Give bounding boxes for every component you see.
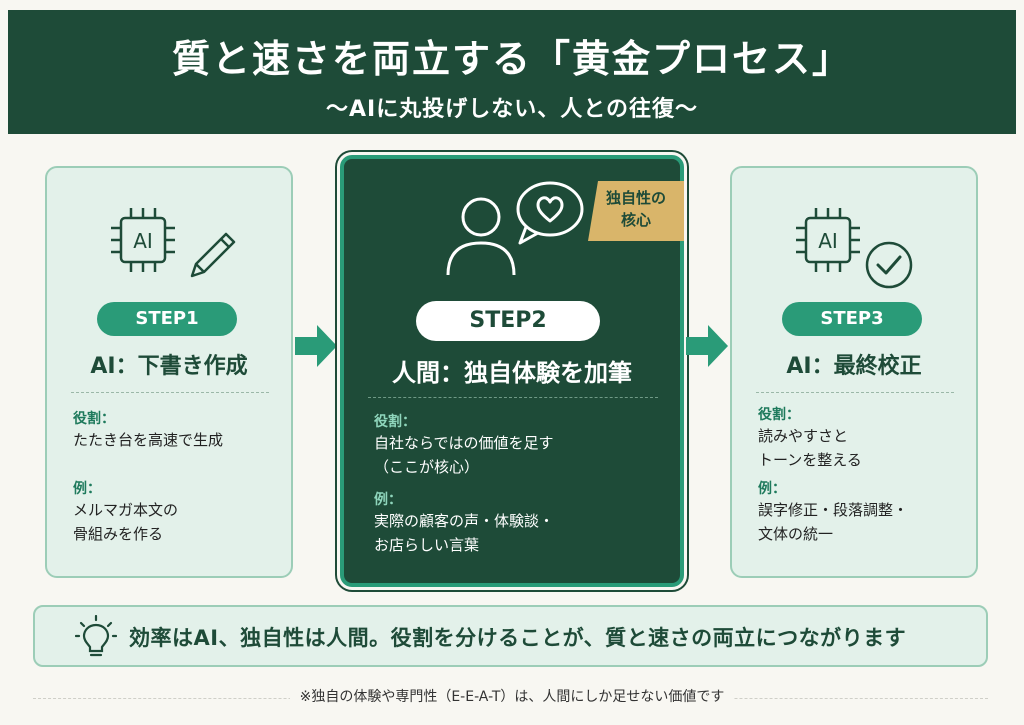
- role-label: 役割：: [758, 407, 800, 423]
- example-label: 例：: [758, 481, 786, 497]
- step3-badge: STEP3: [782, 302, 922, 336]
- step1-badge: STEP1: [97, 302, 237, 336]
- unique-core-ribbon: 独自性の 核心: [588, 181, 684, 241]
- divider: [368, 397, 658, 398]
- role-label: 役割：: [374, 414, 416, 430]
- step2-badge: STEP2: [416, 301, 600, 341]
- role-text: 読みやすさと トーンを整える: [758, 427, 862, 469]
- step3-title: AI：最終校正: [786, 354, 922, 379]
- role-label: 役割：: [73, 411, 115, 427]
- ai-chip-icon: AI: [107, 204, 179, 280]
- speech-bubble-heart-icon: [510, 179, 588, 253]
- role-text: 自社ならではの価値を足す （ここが核心）: [374, 434, 554, 476]
- footnote: ※独自の体験や専門性（E-E-A-T）は、人間にしか足せない価値です: [0, 686, 1024, 706]
- example-label: 例：: [374, 492, 402, 508]
- svg-text:AI: AI: [133, 229, 153, 253]
- arrow-right-icon: [295, 323, 337, 373]
- step3-card: AI STEP3 AI：最終校正 役割： 読みやすさと トーンを整える 例： 誤…: [730, 166, 978, 578]
- page-title: 質と速さを両立する「黄金プロセス」: [171, 37, 852, 81]
- header-banner: 質と速さを両立する「黄金プロセス」 〜AIに丸投げしない、人との往復〜: [8, 10, 1016, 134]
- divider: [756, 392, 954, 393]
- summary-text: 効率はAI、独自性は人間。役割を分けることが、質と速さの両立につながります: [129, 626, 907, 650]
- example-label: 例：: [73, 481, 101, 497]
- lightbulb-icon: [74, 614, 118, 663]
- example-text: メルマガ本文の 骨組みを作る: [73, 501, 179, 543]
- person-icon: [444, 193, 518, 281]
- arrow-right-icon: [686, 323, 728, 373]
- step2-card: 独自性の 核心 STEP2 人間：独自体験を加筆 役割： 自社ならではの価値を足…: [340, 155, 684, 587]
- step1-card: AI STEP1 AI：下書き作成 役割： たたき台を高速で生成 例： メルマガ…: [45, 166, 293, 578]
- role-text: たたき台を高速で生成: [73, 431, 224, 449]
- step2-title: 人間：独自体験を加筆: [392, 359, 632, 387]
- ai-chip-icon: AI: [792, 204, 864, 280]
- summary-bar: 効率はAI、独自性は人間。役割を分けることが、質と速さの両立につながります: [33, 605, 988, 667]
- example-text: 実際の顧客の声・体験談・ お店らしい言葉: [374, 512, 555, 554]
- svg-text:AI: AI: [818, 229, 838, 253]
- footnote-text: ※独自の体験や専門性（E-E-A-T）は、人間にしか足せない価値です: [289, 689, 735, 705]
- step1-title: AI：下書き作成: [90, 354, 248, 379]
- divider: [71, 392, 269, 393]
- check-circle-icon: [864, 240, 914, 294]
- page-subtitle: 〜AIに丸投げしない、人との往復〜: [326, 97, 698, 122]
- pencil-icon: [182, 228, 240, 290]
- example-text: 誤字修正・段落調整・ 文体の統一: [758, 501, 909, 543]
